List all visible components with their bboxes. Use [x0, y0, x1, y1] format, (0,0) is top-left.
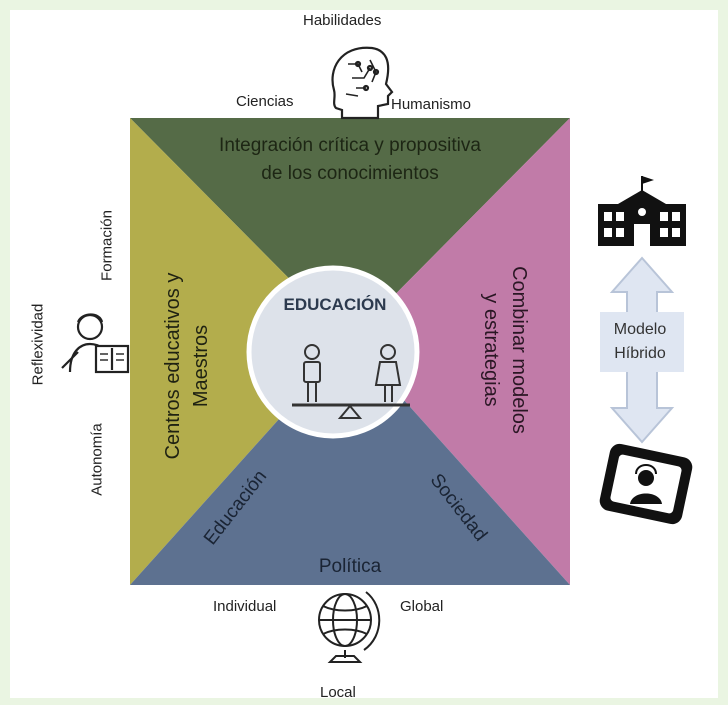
- segment-right-line1: Combinar modelos: [508, 266, 530, 434]
- center-title: EDUCACIÓN: [283, 295, 387, 314]
- segment-bottom-bottom-label: Política: [318, 556, 382, 577]
- segment-left-line2: Maestros: [190, 324, 212, 408]
- label-individual: Individual: [213, 598, 277, 615]
- segment-right-line2: y estrategias: [480, 293, 502, 407]
- segment-right: [350, 118, 570, 585]
- segment-left-text: Centros educativos y Maestros: [159, 226, 215, 506]
- segment-right-text: Combinar modelos y estrategias: [477, 220, 533, 480]
- label-humanismo: Humanismo: [391, 96, 472, 113]
- school-building-icon: [598, 176, 686, 246]
- globe-icon: [318, 591, 381, 663]
- hybrid-model-label: Modelo Híbrido: [598, 318, 682, 366]
- segment-top: [130, 118, 570, 340]
- hybrid-model-line1: Modelo: [613, 321, 667, 338]
- center-circle: [246, 265, 420, 439]
- hybrid-label-box: [600, 312, 684, 372]
- teacher-icon: [61, 313, 130, 374]
- video-call-icon: [599, 443, 693, 525]
- label-global: Global: [400, 598, 444, 615]
- segment-left: [130, 118, 350, 585]
- segment-top-line2: de los conocimientos: [261, 163, 439, 184]
- segment-bottom: [130, 340, 570, 585]
- brain-head-icon: [331, 46, 394, 120]
- label-local: Local: [320, 684, 356, 701]
- hybrid-model-line2: Híbrido: [614, 345, 666, 362]
- segment-top-text: Integración crítica y propositiva de los…: [150, 132, 550, 188]
- label-habilidades: Habilidades: [303, 12, 382, 29]
- label-formacion: Formación: [98, 210, 116, 281]
- segment-top-line1: Integración crítica y propositiva: [219, 135, 481, 156]
- label-autonomia: Autonomía: [88, 423, 106, 496]
- label-reflexividad: Reflexividad: [29, 303, 47, 386]
- balance-people-icon: [292, 344, 410, 419]
- segment-left-line1: Centros educativos y: [162, 272, 184, 460]
- label-ciencias: Ciencias: [236, 93, 294, 110]
